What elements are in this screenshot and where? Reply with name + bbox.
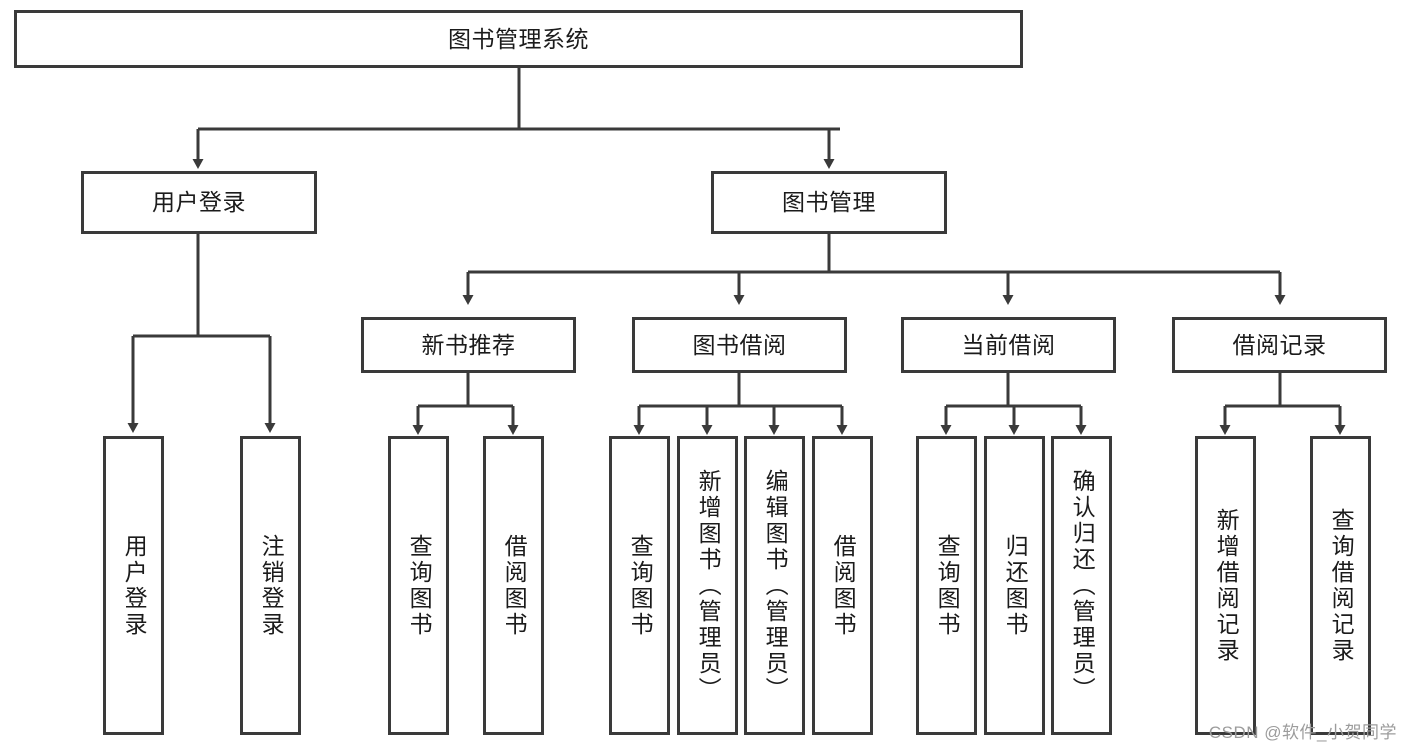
node-borrow-record[interactable]: 借阅记录 [1172, 317, 1387, 373]
node-book-borrow-label: 图书借阅 [692, 331, 787, 358]
node-root[interactable]: 图书管理系统 [14, 10, 1023, 68]
leaf-label: 查询图书 [934, 533, 961, 638]
leaf-current-query-book[interactable]: 查询图书 [916, 436, 977, 735]
leaf-current-confirm-return[interactable]: 确认归还（管理员） [1051, 436, 1112, 735]
node-book-management[interactable]: 图书管理 [711, 171, 947, 234]
node-book-borrow[interactable]: 图书借阅 [632, 317, 847, 373]
leaf-borrow-add-book[interactable]: 新增图书（管理员） [677, 436, 738, 735]
leaf-label: 借阅图书 [830, 533, 857, 638]
leaf-current-return-book[interactable]: 归还图书 [984, 436, 1045, 735]
leaf-label: 编辑图书（管理员） [762, 468, 789, 703]
watermark-text: CSDN @软件_小贺同学 [1208, 723, 1397, 742]
leaf-label: 借阅图书 [501, 533, 528, 638]
node-new-book-recommend-label: 新书推荐 [421, 331, 516, 358]
leaf-label: 归还图书 [1002, 533, 1029, 638]
node-root-label: 图书管理系统 [448, 25, 589, 52]
leaf-borrow-borrow-book[interactable]: 借阅图书 [812, 436, 873, 735]
leaf-label: 注销登录 [258, 533, 285, 638]
node-borrow-record-label: 借阅记录 [1232, 331, 1327, 358]
leaf-label: 确认归还（管理员） [1069, 468, 1096, 703]
node-new-book-recommend[interactable]: 新书推荐 [361, 317, 576, 373]
node-book-management-label: 图书管理 [782, 189, 876, 216]
node-current-borrow[interactable]: 当前借阅 [901, 317, 1116, 373]
leaf-user-login-login[interactable]: 用户登录 [103, 436, 164, 735]
leaf-label: 新增借阅记录 [1213, 507, 1240, 664]
leaf-label: 查询图书 [627, 533, 654, 638]
leaf-borrow-query-book[interactable]: 查询图书 [609, 436, 670, 735]
leaf-label: 用户登录 [121, 533, 148, 638]
leaf-label: 查询借阅记录 [1328, 507, 1355, 664]
leaf-record-add-record[interactable]: 新增借阅记录 [1195, 436, 1256, 735]
leaf-record-query-record[interactable]: 查询借阅记录 [1310, 436, 1371, 735]
node-user-login[interactable]: 用户登录 [81, 171, 317, 234]
node-user-login-label: 用户登录 [152, 189, 246, 216]
node-current-borrow-label: 当前借阅 [961, 331, 1056, 358]
leaf-user-login-logout[interactable]: 注销登录 [240, 436, 301, 735]
leaf-recommend-query-book[interactable]: 查询图书 [388, 436, 449, 735]
leaf-label: 查询图书 [406, 533, 433, 638]
leaf-borrow-edit-book[interactable]: 编辑图书（管理员） [744, 436, 805, 735]
leaf-recommend-borrow-book[interactable]: 借阅图书 [483, 436, 544, 735]
leaf-label: 新增图书（管理员） [695, 468, 722, 703]
